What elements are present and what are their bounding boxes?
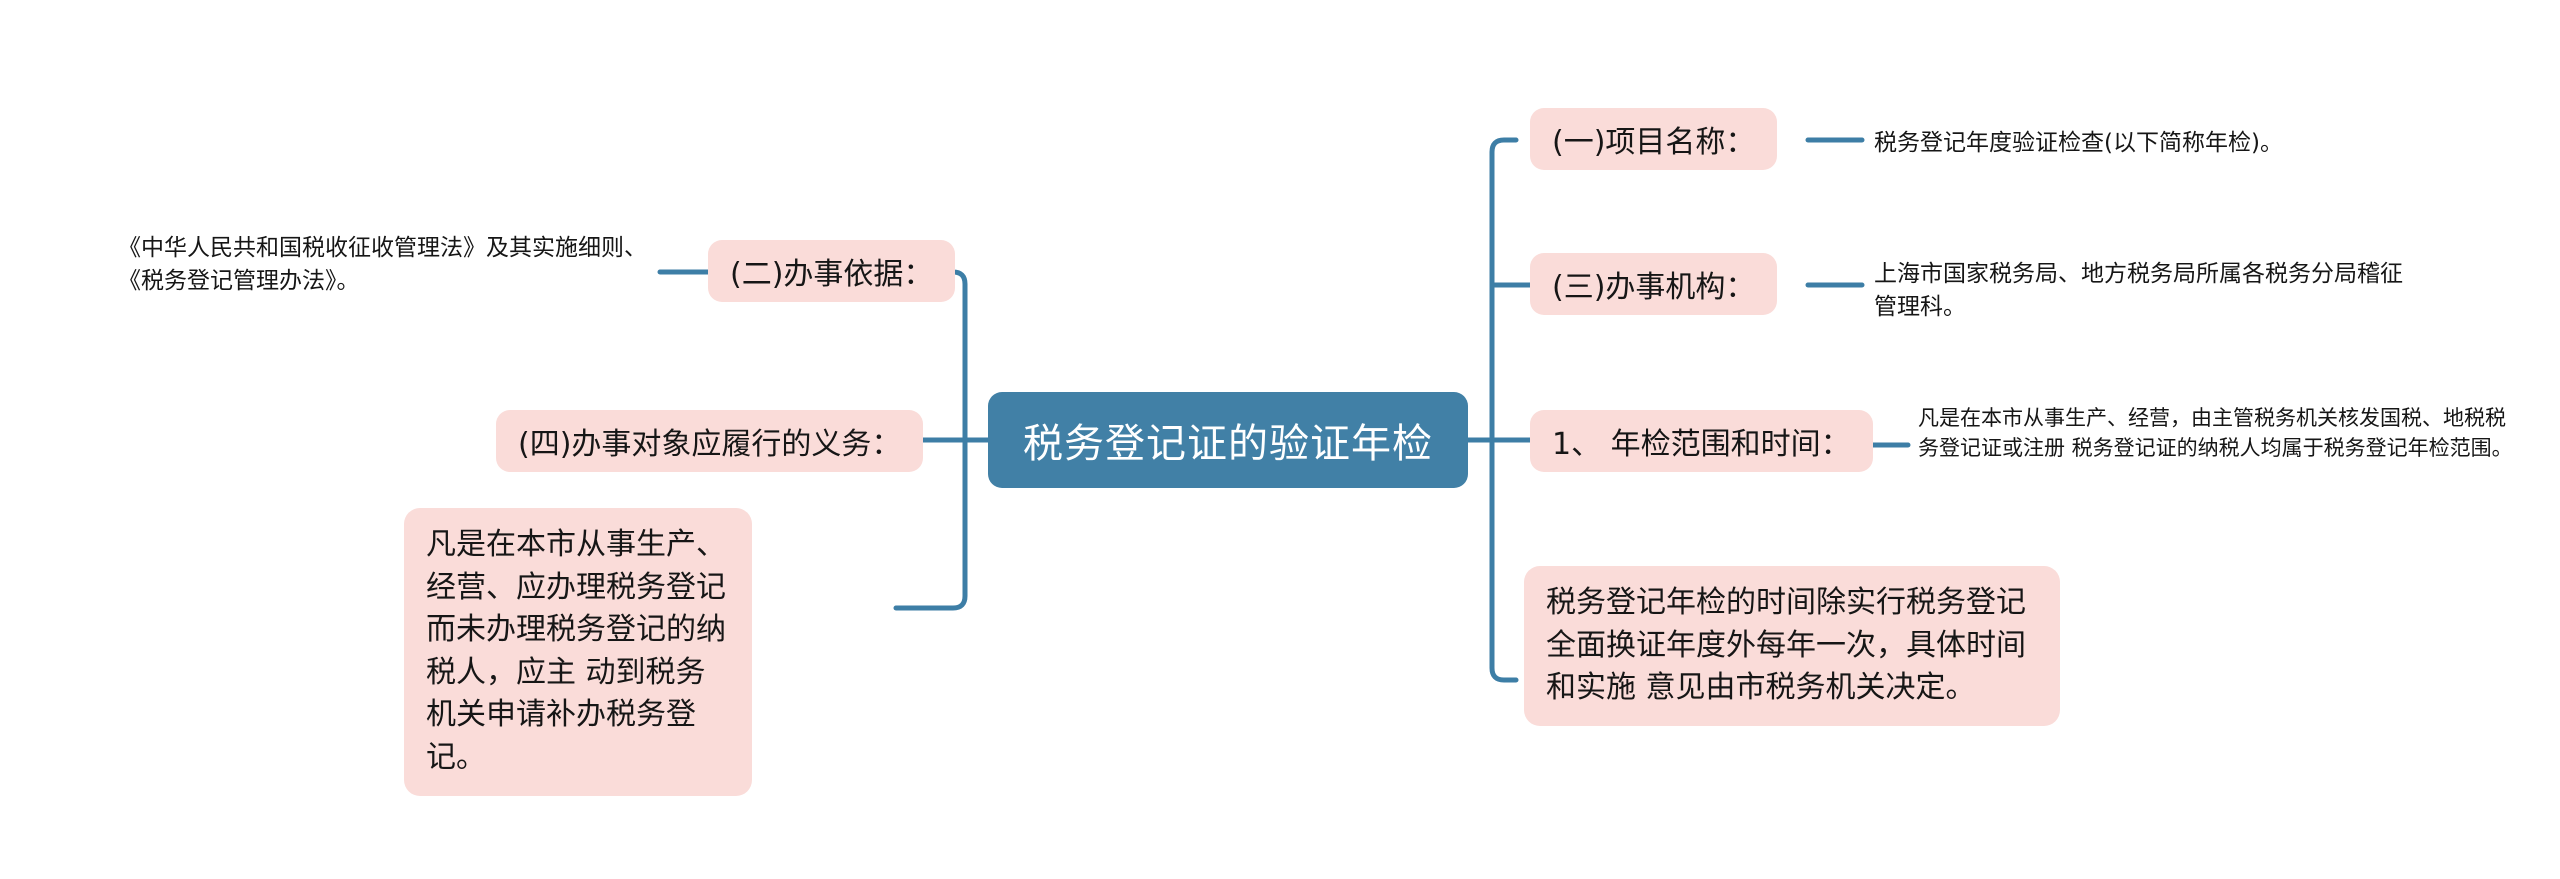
root-node[interactable]: 税务登记证的验证年检: [988, 392, 1468, 488]
leaf-scope-text[interactable]: 凡是在本市从事生产、经营，由主管税务机关核发国税、地税税务登记证或注册 税务登记…: [1918, 406, 2513, 460]
leaf-agency-text[interactable]: 上海市国家税务局、地方税务局所属各税务分局稽征管理科。: [1874, 261, 2403, 321]
topic-ban-shi-yi-ju[interactable]: (二)办事依据：: [708, 240, 956, 302]
leafbox-obligations-detail[interactable]: 凡是在本市从事生产、经营、应办理税务登记而未办理税务登记的纳税人，应主 动到税务…: [404, 508, 752, 796]
leafbox-inspection-time[interactable]: 税务登记年检的时间除实行税务登记全面换证年度外每年一次，具体时间和实施 意见由市…: [1524, 566, 2060, 726]
topic-project-name[interactable]: (一)项目名称：: [1530, 108, 1778, 170]
leaf-legal-basis-text[interactable]: 《中华人民共和国税收征收管理法》及其实施细则、《税务登记管理办法》。: [118, 235, 647, 295]
leaf-project-name-text[interactable]: 税务登记年度验证检查(以下简称年检)。: [1874, 130, 2283, 156]
topic-agency[interactable]: (三)办事机构：: [1530, 253, 1778, 315]
topic-obligations[interactable]: (四)办事对象应履行的义务：: [496, 410, 924, 472]
topic-scope-and-time[interactable]: 1、 年检范围和时间：: [1530, 410, 1873, 472]
link-left-trunk: [938, 269, 968, 611]
link-right-trunk: [1489, 137, 1519, 683]
